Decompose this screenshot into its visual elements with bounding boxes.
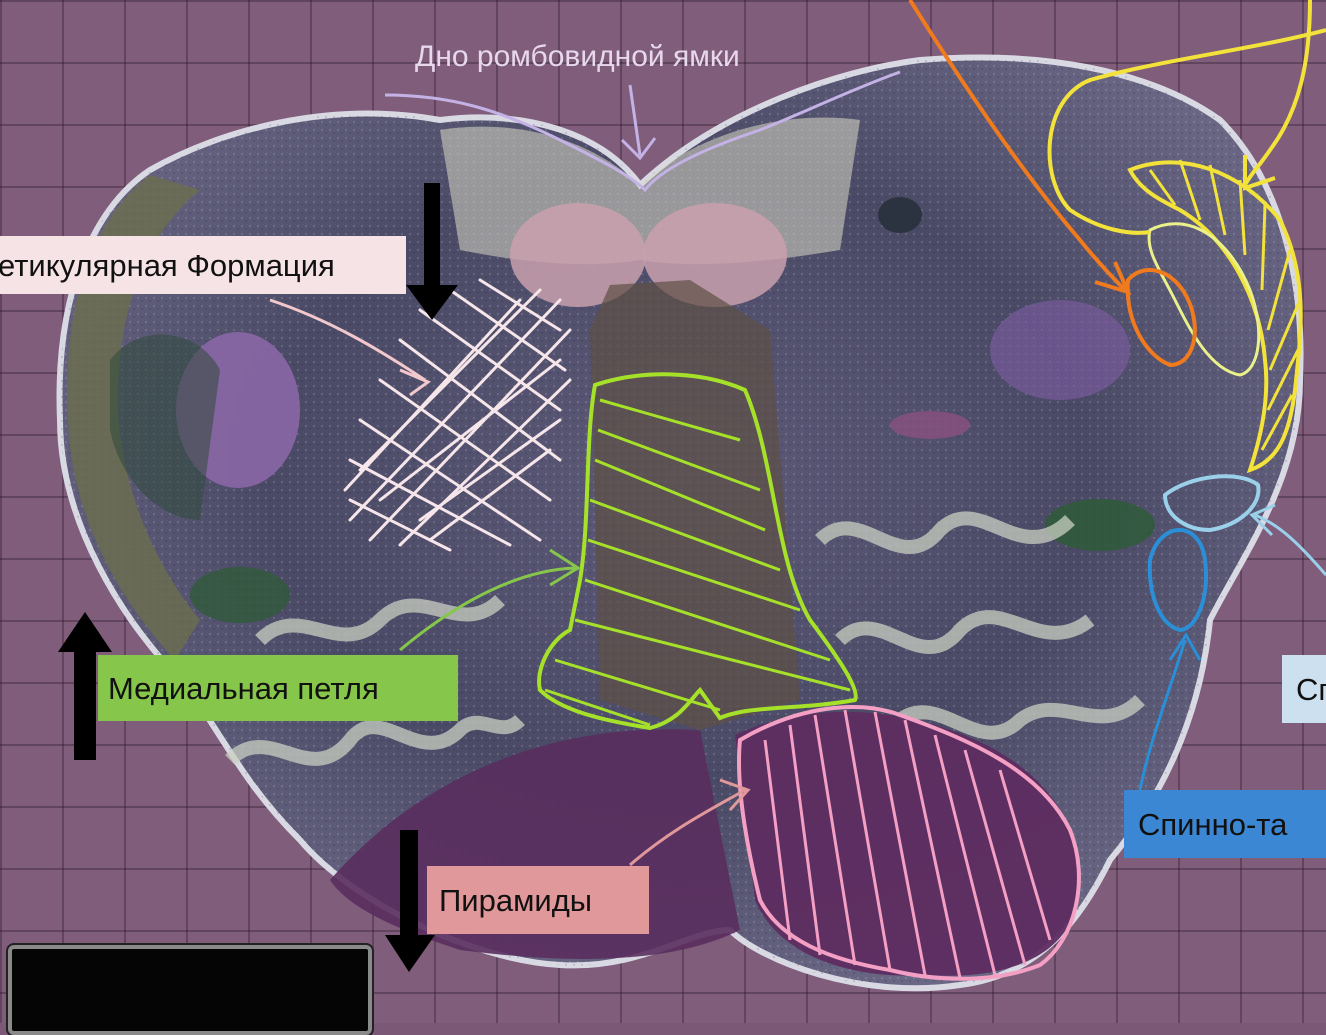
label-spinothalamic: Спинно-та xyxy=(1124,790,1326,858)
label-medial-lemniscus: Медиальная петля xyxy=(98,655,458,721)
label-reticular-formation: етикулярная Формация xyxy=(0,236,406,294)
magenta-spot-right xyxy=(890,411,970,439)
green-patch-left-lower xyxy=(190,567,290,623)
label-pyramids: Пирамиды xyxy=(427,866,649,934)
purple-region-right xyxy=(990,300,1130,400)
floor-arrow xyxy=(622,85,655,158)
label-spinal-cropped: Сп xyxy=(1282,655,1326,723)
central-column xyxy=(590,280,800,730)
black-screen-panel xyxy=(8,945,372,1035)
label-rhomboid-floor: Дно ромбовидной ямки xyxy=(415,42,740,72)
dark-spot-right xyxy=(878,197,922,233)
